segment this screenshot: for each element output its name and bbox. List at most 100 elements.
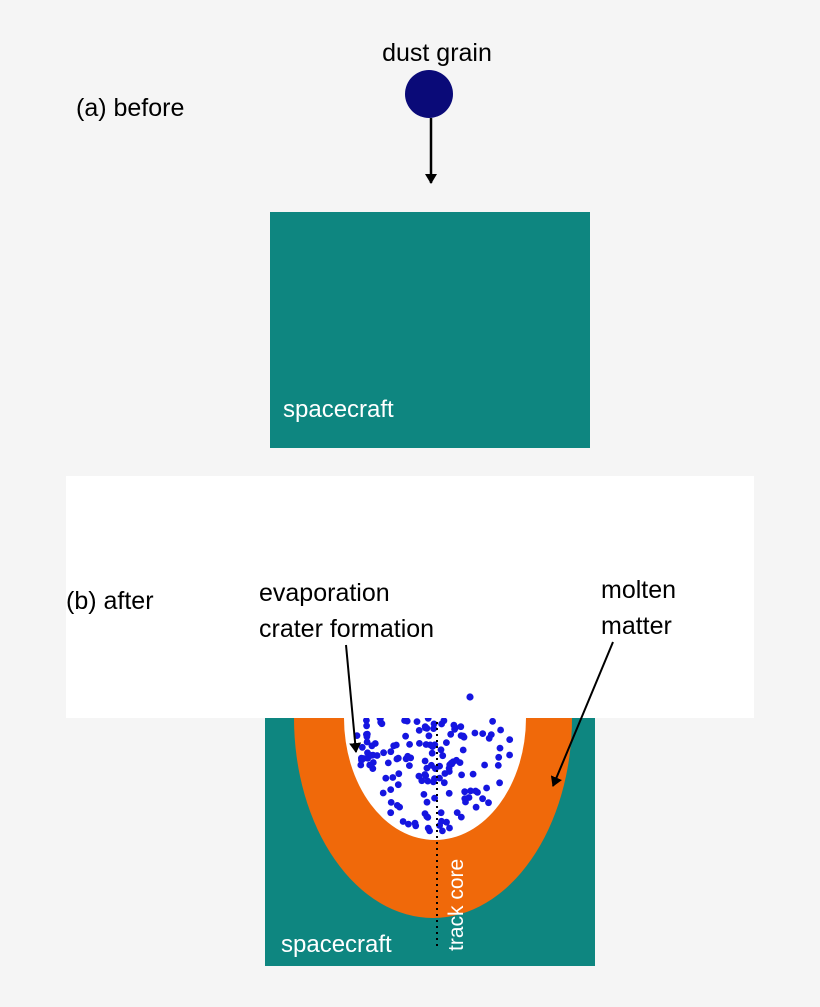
particle <box>399 818 407 825</box>
particle <box>406 762 413 769</box>
particle <box>458 771 465 779</box>
particle <box>424 777 432 785</box>
particle <box>466 693 474 701</box>
particle <box>506 751 513 759</box>
particle <box>387 809 395 817</box>
particle <box>485 734 493 742</box>
particle <box>405 820 412 828</box>
particle <box>415 772 423 780</box>
particle <box>481 761 488 769</box>
particle <box>447 730 455 738</box>
particle <box>363 722 370 730</box>
particle <box>422 724 429 732</box>
particle <box>469 770 477 778</box>
particle <box>461 795 469 802</box>
evaporation-pointer-arrow <box>345 644 362 753</box>
particle <box>429 743 436 750</box>
dust-grain-label: dust grain <box>382 39 492 67</box>
particle <box>438 720 445 728</box>
particle <box>430 725 437 732</box>
particle <box>472 803 480 811</box>
particle <box>489 718 496 725</box>
particle <box>384 759 392 767</box>
particle <box>394 754 402 762</box>
spacecraft-label-before: spacecraft <box>283 396 394 423</box>
particle <box>496 779 503 787</box>
particle <box>387 799 395 806</box>
particle <box>373 752 381 759</box>
particle <box>459 746 467 754</box>
particle <box>428 749 436 757</box>
molten-pointer-arrow <box>550 641 614 787</box>
particle <box>443 818 450 826</box>
particle <box>411 819 419 827</box>
particle <box>461 788 469 796</box>
particle <box>368 752 375 759</box>
particle <box>436 822 443 829</box>
evaporation-label-line2: crater formation <box>259 615 434 643</box>
particle <box>431 794 438 802</box>
particle <box>421 757 429 765</box>
molten-label-line1: molten <box>601 576 676 604</box>
particle <box>363 738 371 746</box>
molten-label-line2: matter <box>601 612 672 640</box>
particle <box>389 774 397 781</box>
particle <box>443 739 450 746</box>
particle <box>506 736 514 743</box>
particle <box>479 795 486 803</box>
particle <box>423 813 431 820</box>
particle <box>437 746 445 754</box>
particle <box>402 732 409 740</box>
particle <box>406 741 413 748</box>
particle <box>390 742 398 750</box>
dust-grain-icon <box>405 70 453 118</box>
panel-a-label: (a) before <box>76 94 184 122</box>
particle <box>495 753 503 761</box>
particle <box>446 824 453 832</box>
spacecraft-label-after: spacecraft <box>281 931 392 958</box>
evaporated-particles <box>353 718 514 835</box>
particle <box>494 762 502 769</box>
particle <box>460 733 468 741</box>
particle <box>393 802 401 809</box>
particle <box>423 798 431 806</box>
particle <box>421 771 429 778</box>
particle <box>437 809 445 817</box>
particle <box>420 791 428 798</box>
particle <box>457 723 465 731</box>
particle <box>467 787 474 795</box>
particle <box>358 754 365 762</box>
particle <box>445 789 453 797</box>
particle <box>403 718 411 725</box>
particle <box>395 770 403 778</box>
particle <box>387 748 395 756</box>
particle <box>413 718 421 725</box>
particle <box>497 726 504 734</box>
particle <box>426 827 433 835</box>
particle <box>366 761 374 769</box>
spacecraft-block-before <box>270 212 590 448</box>
particle <box>382 774 390 782</box>
panel-a-before: (a) before dust grain spacecraft <box>76 39 590 448</box>
particle <box>377 718 384 722</box>
panel-b-after: (b) after evaporation crater formation m… <box>66 476 754 966</box>
particle <box>379 789 387 797</box>
panel-b-label: (b) after <box>66 587 154 615</box>
particle <box>425 732 433 740</box>
particle <box>439 827 446 835</box>
particle <box>479 730 487 737</box>
particle <box>416 740 423 747</box>
particle <box>380 749 387 757</box>
particle <box>358 743 366 751</box>
particle <box>450 721 458 729</box>
particle <box>445 768 453 775</box>
particle <box>363 718 370 724</box>
particle <box>387 786 395 793</box>
crater <box>294 718 572 918</box>
particle <box>404 752 412 760</box>
particle <box>415 727 423 734</box>
particle <box>496 744 504 752</box>
particle <box>371 740 379 747</box>
particle <box>439 752 447 760</box>
